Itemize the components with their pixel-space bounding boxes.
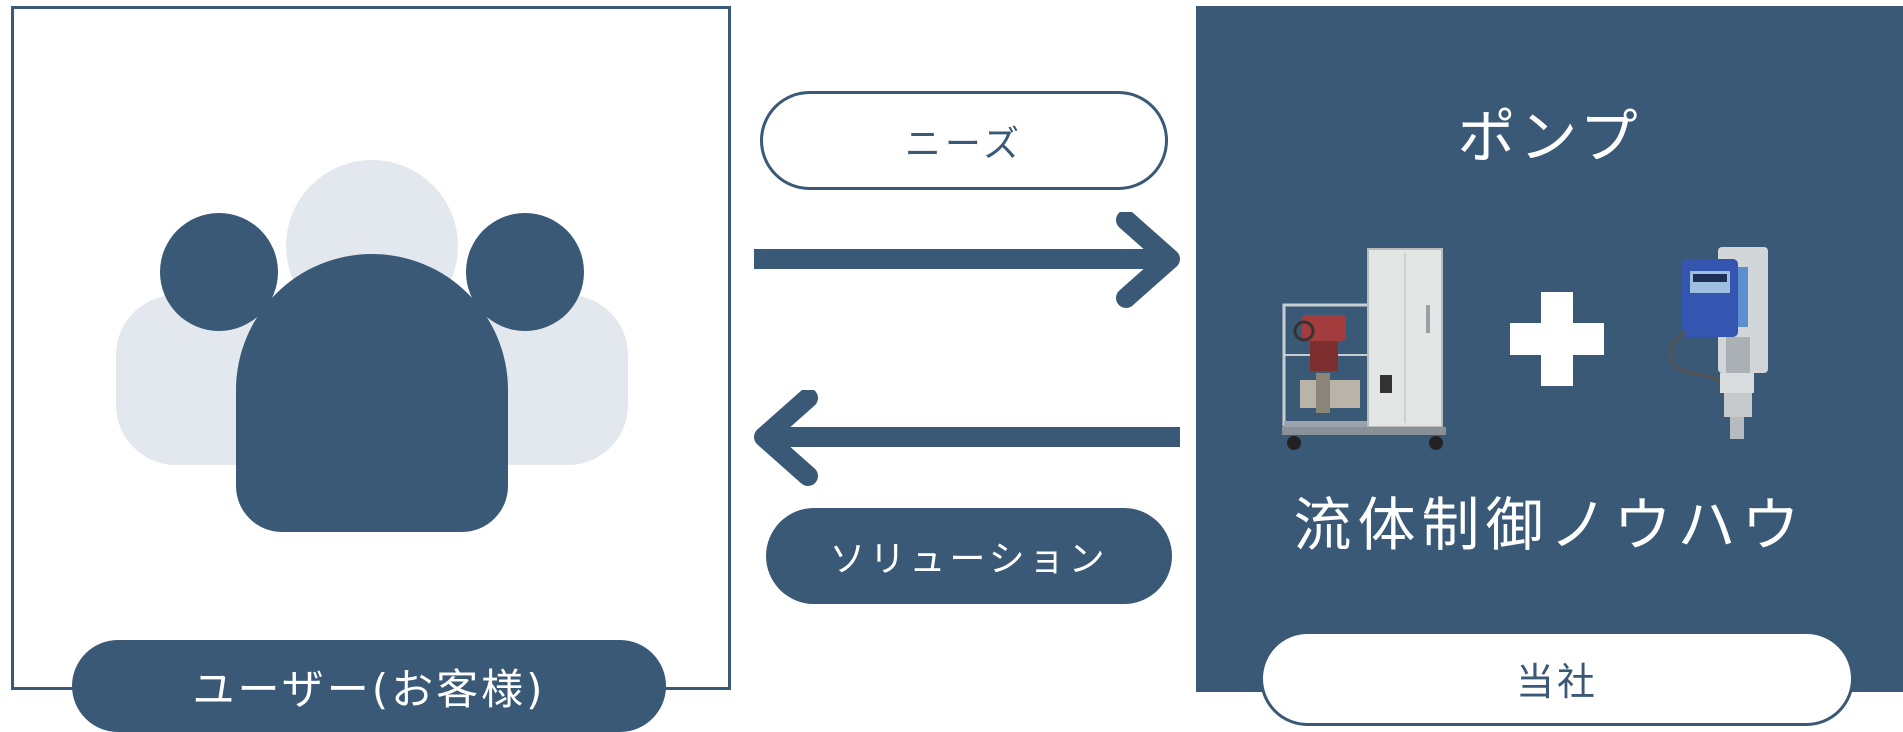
- arrow-right-icon: [754, 212, 1180, 308]
- company-label-text: 当社: [1515, 660, 1598, 704]
- sensor-device-image: [1669, 247, 1768, 439]
- company-label: 当社: [1260, 631, 1854, 726]
- arrow-left-icon: [754, 390, 1180, 486]
- plus-icon: [1510, 292, 1604, 386]
- pump-unit-image: [1282, 248, 1446, 450]
- users-group-icon: [116, 160, 628, 532]
- solution-badge: ソリューション: [766, 508, 1172, 604]
- customer-label-text: ユーザー(お客様): [192, 664, 546, 714]
- customer-label: ユーザー(お客様): [72, 640, 666, 732]
- solution-text: ソリューション: [829, 539, 1109, 580]
- knowhow-label: 流体制御ノウハウ: [1293, 491, 1806, 559]
- needs-text: ニーズ: [904, 123, 1024, 165]
- pump-title: ポンプ: [1457, 103, 1642, 171]
- needs-badge: ニーズ: [760, 91, 1168, 190]
